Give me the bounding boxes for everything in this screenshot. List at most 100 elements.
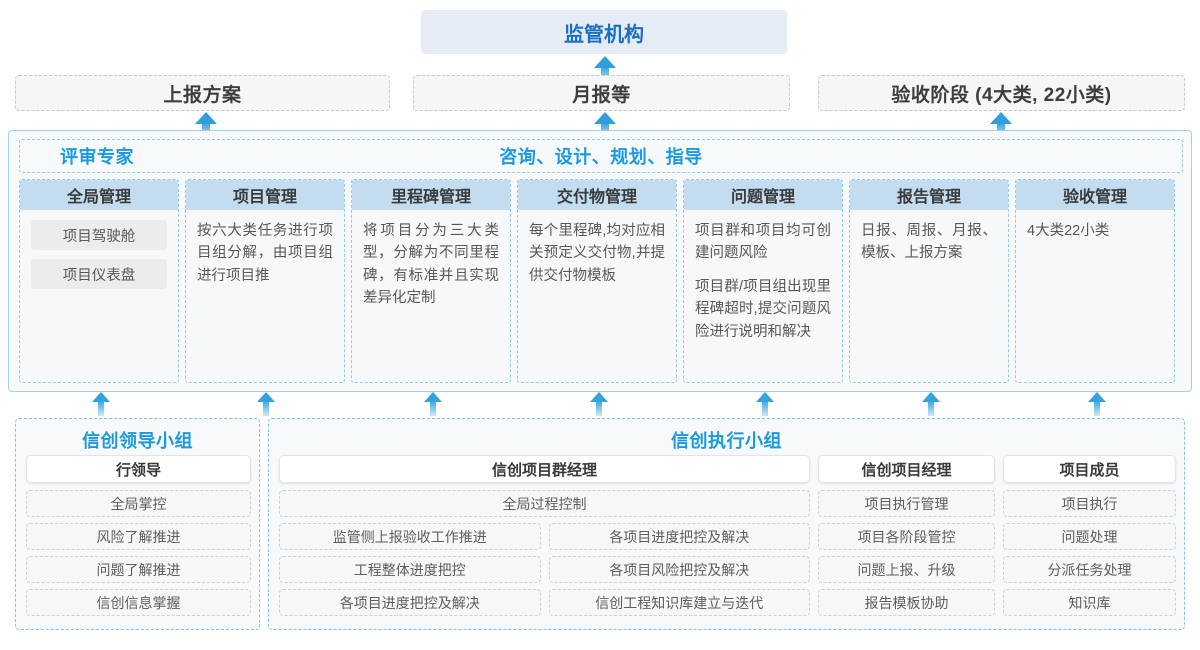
- column-title: 里程碑管理: [352, 180, 510, 210]
- platform-band: 评审专家 咨询、设计、规划、指导: [19, 139, 1183, 173]
- task-item[interactable]: 信创信息掌握: [26, 589, 251, 616]
- arrow-up-to-column-1: [257, 392, 275, 416]
- arrow-head: [1088, 392, 1106, 402]
- regulator-label: 监管机构: [564, 23, 644, 46]
- arrow-stem: [596, 401, 602, 416]
- management-column-acceptance[interactable]: 验收管理 4大类22小类: [1015, 179, 1175, 383]
- column-body: 按六大类任务进行项目组分解，由项目组进行项目推: [186, 210, 344, 287]
- role-column-bank-leader: 行领导 全局掌控 风险了解推进 问题了解推进 信创信息掌握: [26, 455, 251, 622]
- group-leader: 信创领导小组 行领导 全局掌控 风险了解推进 问题了解推进 信创信息掌握: [15, 418, 260, 630]
- management-column-global[interactable]: 全局管理 项目驾驶舱 项目仪表盘: [19, 179, 179, 383]
- role-column-project-manager: 信创项目经理 项目执行管理 项目各阶段管控 问题上报、升级 报告模板协助: [818, 455, 995, 622]
- column-title: 报告管理: [850, 180, 1008, 210]
- task-item[interactable]: 分派任务处理: [1003, 556, 1176, 583]
- arrow-head: [922, 392, 940, 402]
- column-body: 项目群和项目均可创建问题风险 项目群/项目组出现里程碑超时,提交问题风险进行说明…: [684, 210, 842, 343]
- arrow-head: [590, 392, 608, 402]
- arrow-stem: [98, 401, 104, 416]
- task-item[interactable]: 项目各阶段管控: [818, 523, 995, 550]
- arrow-up-to-column-2: [424, 392, 442, 416]
- management-column-issue[interactable]: 问题管理 项目群和项目均可创建问题风险 项目群/项目组出现里程碑超时,提交问题风…: [683, 179, 843, 383]
- arrow-up-to-regulator-center: [594, 56, 616, 82]
- program-manager-left-tasks: 监管侧上报验收工作推进 工程整体进度把控 各项目进度把控及解决: [279, 523, 541, 622]
- channel-label-2: 验收阶段 (4大类, 22小类): [891, 84, 1112, 106]
- column-body: 项目驾驶舱 项目仪表盘: [20, 210, 178, 289]
- pill-item[interactable]: 项目驾驶舱: [31, 220, 167, 250]
- channel-box-0[interactable]: 上报方案: [15, 75, 390, 111]
- channel-label-1: 月报等: [572, 84, 631, 106]
- arrow-head: [195, 112, 217, 124]
- role-header[interactable]: 行领导: [26, 455, 251, 483]
- group-execution: 信创执行小组 信创项目群经理 全局过程控制 监管侧上报验收工作推进 工程整体进度…: [268, 418, 1185, 630]
- arrow-stem: [928, 401, 934, 416]
- pill-item[interactable]: 项目仪表盘: [31, 259, 167, 289]
- role-header[interactable]: 信创项目经理: [818, 455, 995, 483]
- task-item[interactable]: 工程整体进度把控: [279, 556, 541, 583]
- column-paragraph: 按六大类任务进行项目组分解，由项目组进行项目推: [197, 223, 333, 284]
- arrow-stem: [263, 401, 269, 416]
- task-item[interactable]: 项目执行管理: [818, 490, 995, 517]
- arrow-head: [756, 392, 774, 402]
- management-column-report[interactable]: 报告管理 日报、周报、月报、模板、上报方案: [849, 179, 1009, 383]
- column-paragraph: 项目群/项目组出现里程碑超时,提交问题风险进行说明和解决: [695, 278, 831, 340]
- arrow-up-to-column-6: [1088, 392, 1106, 416]
- task-item[interactable]: 问题了解推进: [26, 556, 251, 583]
- arrow-stem: [430, 401, 436, 416]
- management-column-deliverable[interactable]: 交付物管理 每个里程碑,均对应相关预定义交付物,并提供交付物模板: [517, 179, 677, 383]
- task-item[interactable]: 各项目进度把控及解决: [279, 589, 541, 616]
- channel-box-1[interactable]: 月报等: [413, 75, 790, 111]
- role-column-program-manager: 信创项目群经理 全局过程控制 监管侧上报验收工作推进 工程整体进度把控 各项目进…: [279, 455, 810, 622]
- management-column-milestone[interactable]: 里程碑管理 将项目分为三大类型，分解为不同里程碑，有标准并且实现差异化定制: [351, 179, 511, 383]
- role-header[interactable]: 信创项目群经理: [279, 455, 810, 483]
- task-item[interactable]: 全局掌控: [26, 490, 251, 517]
- task-item[interactable]: 信创工程知识库建立与迭代: [548, 589, 810, 616]
- arrow-stem: [762, 401, 768, 416]
- arrow-head: [594, 112, 616, 124]
- program-manager-task-grid: 监管侧上报验收工作推进 工程整体进度把控 各项目进度把控及解决 各项目进度把控及…: [279, 523, 810, 622]
- role-header[interactable]: 项目成员: [1003, 455, 1176, 483]
- task-item[interactable]: 各项目进度把控及解决: [548, 523, 810, 550]
- arrow-up-to-column-4: [756, 392, 774, 416]
- arrow-up-to-column-3: [590, 392, 608, 416]
- task-item[interactable]: 知识库: [1003, 589, 1176, 616]
- arrow-stem: [601, 67, 609, 82]
- arrow-head: [257, 392, 275, 402]
- task-item[interactable]: 风险了解推进: [26, 523, 251, 550]
- column-paragraph: 4大类22小类: [1027, 223, 1110, 239]
- column-body: 4大类22小类: [1016, 210, 1174, 242]
- arrow-up-to-column-0: [92, 392, 110, 416]
- channel-label-0: 上报方案: [163, 84, 242, 106]
- arrow-up-to-column-5: [922, 392, 940, 416]
- column-title: 验收管理: [1016, 180, 1174, 210]
- group-title-leader: 信创领导小组: [82, 431, 193, 451]
- column-body: 每个里程碑,均对应相关预定义交付物,并提供交付物模板: [518, 210, 676, 287]
- task-item[interactable]: 项目执行: [1003, 490, 1176, 517]
- column-paragraph: 将项目分为三大类型，分解为不同里程碑，有标准并且实现差异化定制: [363, 223, 499, 307]
- column-title: 项目管理: [186, 180, 344, 210]
- group-title-execution: 信创执行小组: [671, 431, 782, 451]
- task-item[interactable]: 全局过程控制: [279, 490, 810, 517]
- channel-box-2[interactable]: 验收阶段 (4大类, 22小类): [818, 75, 1185, 111]
- platform-panel: 评审专家 咨询、设计、规划、指导 全局管理 项目驾驶舱 项目仪表盘 项目管理 按…: [8, 130, 1192, 392]
- arrow-head: [424, 392, 442, 402]
- task-item[interactable]: 各项目风险把控及解决: [548, 556, 810, 583]
- column-title: 问题管理: [684, 180, 842, 210]
- arrow-head: [594, 56, 616, 68]
- column-body: 日报、周报、月报、模板、上报方案: [850, 210, 1008, 265]
- management-column-project[interactable]: 项目管理 按六大类任务进行项目组分解，由项目组进行项目推: [185, 179, 345, 383]
- task-item[interactable]: 监管侧上报验收工作推进: [279, 523, 541, 550]
- column-paragraph: 日报、周报、月报、模板、上报方案: [861, 223, 997, 262]
- task-item[interactable]: 问题处理: [1003, 523, 1176, 550]
- column-paragraph: 每个里程碑,均对应相关预定义交付物,并提供交付物模板: [529, 223, 665, 284]
- arrow-stem: [1094, 401, 1100, 416]
- regulator-box: 监管机构: [421, 10, 787, 54]
- band-label-consulting: 咨询、设计、规划、指导: [499, 147, 703, 167]
- task-item[interactable]: 问题上报、升级: [818, 556, 995, 583]
- column-title: 全局管理: [20, 180, 178, 210]
- band-label-review-experts: 评审专家: [60, 147, 134, 167]
- column-body: 将项目分为三大类型，分解为不同里程碑，有标准并且实现差异化定制: [352, 210, 510, 310]
- task-item[interactable]: 报告模板协助: [818, 589, 995, 616]
- program-manager-right-tasks: 各项目进度把控及解决 各项目风险把控及解决 信创工程知识库建立与迭代: [548, 523, 810, 622]
- role-column-project-member: 项目成员 项目执行 问题处理 分派任务处理 知识库: [1003, 455, 1176, 622]
